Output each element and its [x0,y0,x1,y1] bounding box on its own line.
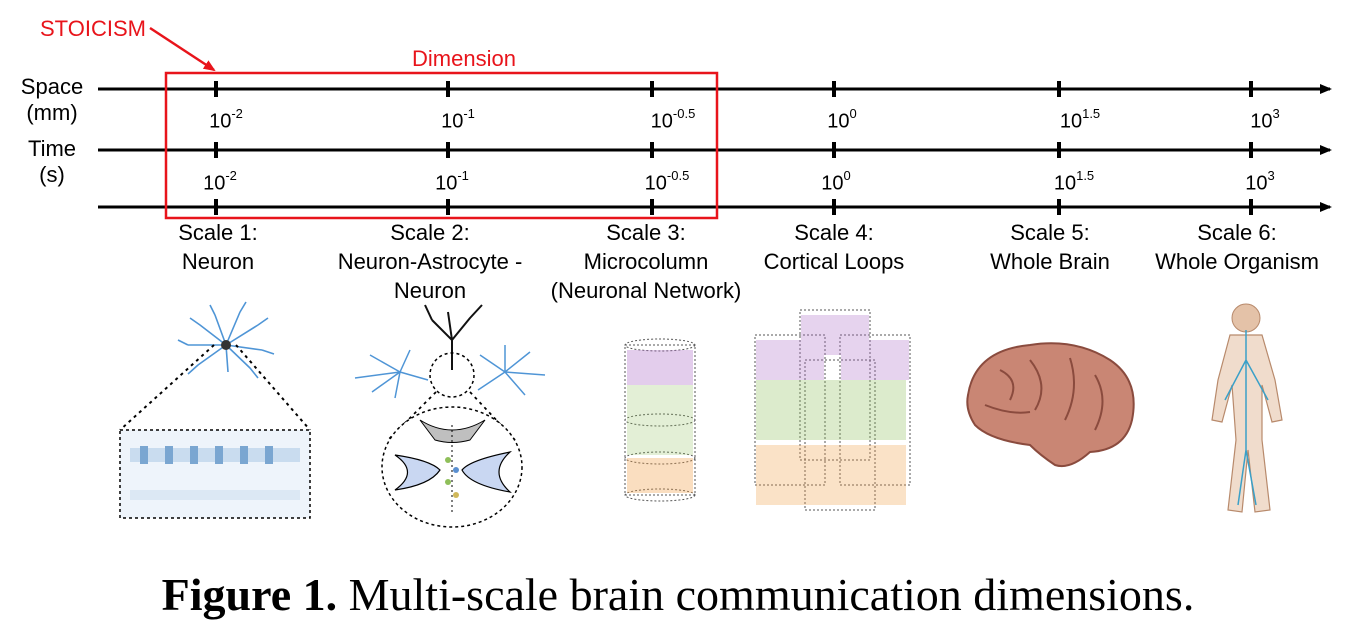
microcolumn-icon [624,338,696,502]
tick-base: 10 [1059,110,1083,133]
time-label: Time [27,136,77,161]
caption-text: Multi-scale brain communication dimensio… [337,569,1195,620]
tick-exponent: -2 [225,168,237,183]
space-label: Space [20,74,84,99]
time-tick-label: 10-1 [435,168,469,196]
scale-name: Microcolumn [583,249,709,274]
scale-5-title: Scale 5: Whole Brain [930,218,1170,276]
tick-base: 10 [827,110,850,133]
scale-1-title: Scale 1: Neuron [98,218,338,276]
stoicism-arrow [149,26,216,72]
tick-exponent: 1.5 [1082,106,1101,121]
tick-exponent: -0.5 [666,168,690,183]
tick-exponent: 3 [1267,168,1275,183]
time-axis-label: Time (s) [7,136,97,188]
tick-base: 10 [821,172,844,195]
human-body-icon [1211,303,1283,513]
scale-name: Cortical Loops [763,249,905,274]
scale-number: Scale 2: [390,220,470,245]
scale-number: Scale 3: [606,220,686,245]
tick-base: 10 [209,110,232,133]
dimension-box [164,71,719,220]
cortical-loops-icon [754,309,911,511]
scale-4-title: Scale 4: Cortical Loops [714,218,954,276]
scale-number: Scale 5: [1010,220,1090,245]
time-unit: (s) [39,162,65,187]
dimension-label: Dimension [412,46,516,71]
tick-base: 10 [441,110,464,133]
space-axis-label: Space (mm) [7,74,97,126]
space-tick-label: 10-0.5 [650,106,696,134]
tick-exponent: 1.5 [1076,168,1095,183]
space-tick-label: 10-2 [209,106,243,134]
figure-number: Figure 1. [161,569,338,620]
tick-base: 10 [435,172,458,195]
scale-name-cont: Neuron [393,278,467,303]
tick-exponent: -1 [463,106,475,121]
tick-base: 10 [644,172,667,195]
scale-number: Scale 1: [178,220,258,245]
space-tick-label: 101.5 [1059,106,1101,134]
scale-2-title: Scale 2: Neuron-Astrocyte - Neuron [310,218,550,305]
scale-3-title: Scale 3: Microcolumn (Neuronal Network) [526,218,766,305]
tick-exponent: -1 [457,168,469,183]
tick-base: 10 [650,110,673,133]
tick-base: 10 [1053,172,1077,195]
tick-base: 10 [1250,110,1273,133]
tick-exponent: 3 [1272,106,1280,121]
synapse-zoom-inset [119,344,311,519]
tick-exponent: 0 [843,168,851,183]
scale-6-title: Scale 6: Whole Organism [1117,218,1356,276]
scale-name: Neuron-Astrocyte - [337,249,523,274]
tick-exponent: -0.5 [672,106,696,121]
tick-exponent: -2 [231,106,243,121]
scale-number: Scale 4: [794,220,874,245]
space-unit: (mm) [26,100,78,125]
time-tick-label: 100 [821,168,851,196]
tick-base: 10 [1245,172,1268,195]
tick-base: 10 [203,172,226,195]
neuron-icon [177,301,275,379]
space-tick-label: 100 [827,106,857,134]
space-tick-label: 103 [1250,106,1280,134]
time-tick-label: 101.5 [1053,168,1095,196]
time-tick-label: 10-2 [203,168,237,196]
scale-name: Neuron [181,249,255,274]
scale-name: Whole Brain [990,249,1110,274]
scale-name-cont: (Neuronal Network) [550,278,742,303]
space-tick-label: 10-1 [441,106,475,134]
time-tick-label: 103 [1245,168,1275,196]
scale-name: Whole Organism [1155,249,1319,274]
tripartite-synapse-icon [354,304,546,528]
figure-caption: Figure 1. Multi-scale brain communicatio… [0,568,1356,621]
stoicism-label: STOICISM [40,16,146,41]
scale-number: Scale 6: [1197,220,1277,245]
tick-exponent: 0 [849,106,857,121]
brain-icon [966,342,1135,468]
time-tick-label: 10-0.5 [644,168,690,196]
